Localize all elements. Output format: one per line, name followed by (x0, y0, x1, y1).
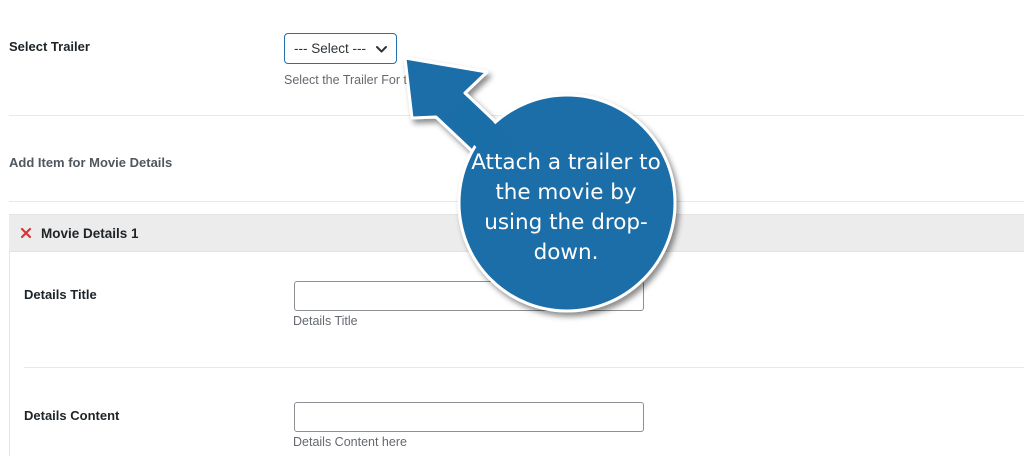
remove-icon[interactable] (20, 227, 32, 239)
details-title-label: Details Title (24, 287, 97, 302)
divider (24, 367, 1024, 368)
divider (9, 115, 1024, 116)
trailer-select-value: --- Select --- (294, 41, 366, 56)
details-title-description: Details Title (293, 314, 358, 328)
details-content-label: Details Content (24, 408, 120, 423)
trailer-select[interactable]: --- Select --- (284, 33, 397, 64)
trailer-description: Select the Trailer For the Movie (284, 73, 458, 87)
chevron-down-icon (376, 46, 387, 53)
add-item-label: Add Item for Movie Details (9, 155, 173, 170)
repeater-title: Movie Details 1 (41, 226, 139, 241)
details-content-description: Details Content here (293, 435, 407, 449)
select-trailer-label: Select Trailer (9, 39, 90, 54)
callout-text: Attach a trailer to the movie by using t… (471, 150, 661, 265)
details-title-input[interactable] (294, 281, 644, 311)
details-content-input[interactable] (294, 402, 644, 432)
